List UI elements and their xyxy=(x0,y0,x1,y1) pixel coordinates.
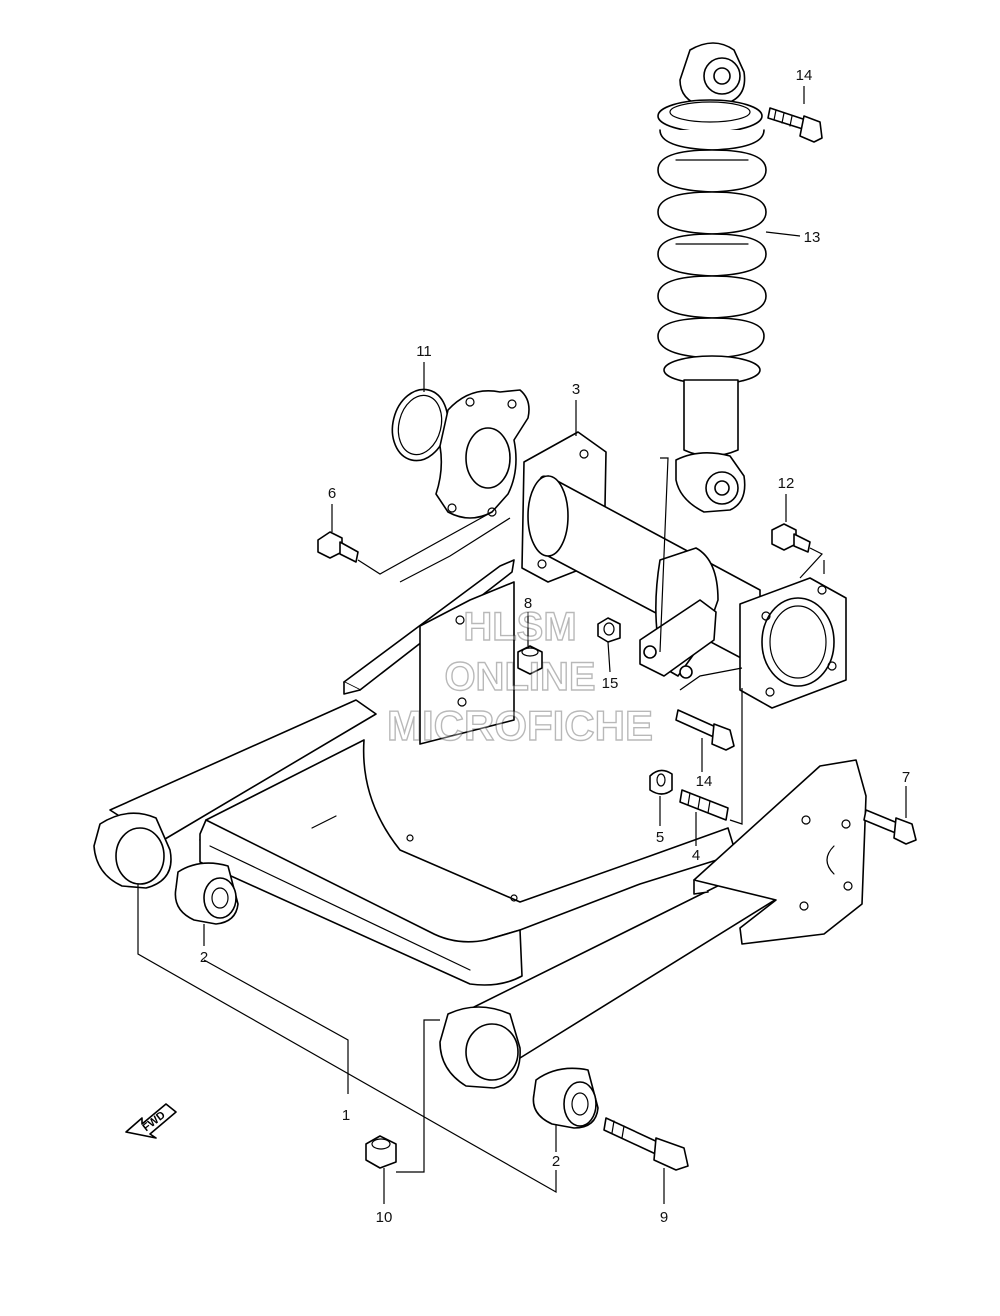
watermark: HLSM ONLINE MICROFICHE xyxy=(386,604,653,749)
callout-9: 9 xyxy=(660,1209,668,1226)
callout-4: 4 xyxy=(692,847,700,864)
callout-3: 3 xyxy=(572,381,580,398)
hub-flange-left[interactable] xyxy=(435,389,530,519)
fwd-arrow-icon: FWD xyxy=(125,1103,177,1139)
callout-14-top: 14 xyxy=(796,67,813,84)
callout-7: 7 xyxy=(902,769,910,786)
axle-housing[interactable] xyxy=(521,431,847,709)
callout-1: 1 xyxy=(342,1107,350,1124)
callout-5: 5 xyxy=(656,829,664,846)
callout-14-middle: 14 xyxy=(696,773,713,790)
bolt-14-top[interactable] xyxy=(767,107,823,143)
callout-11: 11 xyxy=(416,343,432,360)
callout-labels: 14 13 11 3 6 12 8 15 14 7 5 4 2 1 2 10 9 xyxy=(200,67,910,1226)
nut-8[interactable] xyxy=(517,645,543,675)
bushing-right[interactable] xyxy=(532,1067,599,1129)
bolt-7[interactable] xyxy=(863,809,917,845)
callout-6: 6 xyxy=(328,485,336,502)
bolt-14-middle[interactable] xyxy=(675,709,735,751)
watermark-line-2: ONLINE xyxy=(444,655,595,699)
leader-lines xyxy=(137,86,907,1204)
shock-absorber[interactable] xyxy=(657,42,767,513)
watermark-line-1: HLSM xyxy=(463,605,576,649)
watermark-line-3: MICROFICHE xyxy=(387,702,653,749)
bolt-6[interactable] xyxy=(317,531,359,563)
swingarm[interactable] xyxy=(93,559,867,1089)
callout-2-left: 2 xyxy=(200,949,208,966)
callout-12: 12 xyxy=(778,475,795,492)
callout-10: 10 xyxy=(376,1209,393,1226)
nut-15[interactable] xyxy=(597,617,621,643)
bolt-12[interactable] xyxy=(771,523,811,553)
callout-2-right: 2 xyxy=(552,1153,560,1170)
bolt-9[interactable] xyxy=(603,1117,689,1171)
nut-10[interactable] xyxy=(365,1135,397,1169)
callout-13: 13 xyxy=(804,229,821,246)
stud-4[interactable] xyxy=(679,789,729,821)
bushing-left[interactable] xyxy=(174,862,239,925)
callout-8: 8 xyxy=(524,595,532,612)
callout-15: 15 xyxy=(602,675,619,692)
washer-5[interactable] xyxy=(649,769,673,795)
